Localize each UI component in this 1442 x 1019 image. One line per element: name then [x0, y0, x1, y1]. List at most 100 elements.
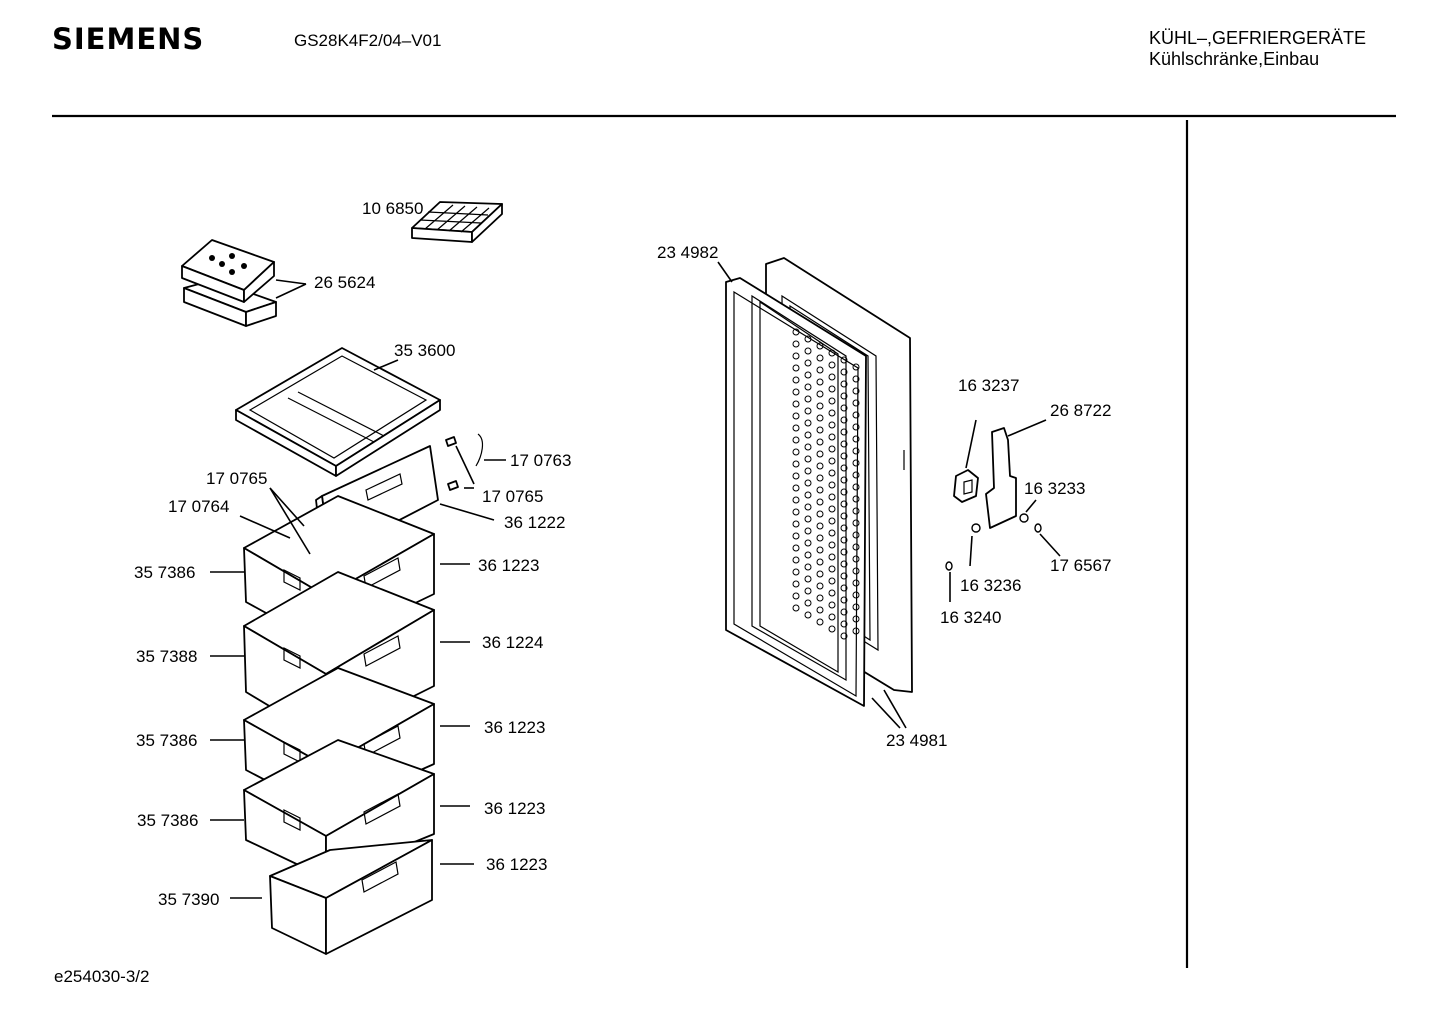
door-dimple	[804, 395, 812, 403]
door-dimple	[840, 416, 848, 424]
hinge-assembly	[945, 427, 1042, 571]
door-dimple	[852, 387, 860, 395]
category-subtitle: Kühlschränke,Einbau	[1149, 49, 1320, 69]
door-dimple	[816, 570, 824, 578]
door-dimple	[852, 507, 860, 515]
door-dimple	[792, 352, 800, 360]
door-dimple	[828, 373, 836, 381]
door-dimple	[840, 404, 848, 412]
door-dimple	[804, 611, 812, 619]
door-dimple	[816, 414, 824, 422]
door-dimple	[828, 565, 836, 573]
door-dimple	[840, 536, 848, 544]
label-cold-packs: 26 5624	[314, 273, 375, 292]
door-dimple	[816, 486, 824, 494]
door-dimple	[792, 496, 800, 504]
door-dimple	[840, 632, 848, 640]
door-dimple	[828, 541, 836, 549]
door-dimple	[828, 553, 836, 561]
label-screw-b: 17 0765	[482, 487, 543, 506]
door-dimple	[852, 459, 860, 467]
door-dimple	[840, 596, 848, 604]
door-dimple	[804, 515, 812, 523]
label-drawer-4: 35 7386	[137, 811, 198, 830]
door-dimple	[840, 440, 848, 448]
door-dimple	[816, 618, 824, 626]
door-dimple	[816, 510, 824, 518]
door-dimple	[840, 380, 848, 388]
door-dimple	[852, 447, 860, 455]
door-dimple	[792, 592, 800, 600]
door-dimple	[792, 484, 800, 492]
door-dimple	[816, 402, 824, 410]
drawing-id: e254030-3/2	[54, 967, 150, 986]
door-dimple	[792, 340, 800, 348]
door-dimple	[852, 483, 860, 491]
door-dimple	[816, 390, 824, 398]
door-dimple	[840, 548, 848, 556]
door-dimple	[804, 575, 812, 583]
door-dimple	[828, 589, 836, 597]
door-dimple	[792, 400, 800, 408]
door-dimple	[792, 436, 800, 444]
door-dimple	[792, 544, 800, 552]
label-ice-tray: 10 6850	[362, 199, 423, 218]
door-dimple	[804, 407, 812, 415]
door-dimple	[828, 517, 836, 525]
door-dimple	[852, 615, 860, 623]
label-hinge-part-a: 16 3237	[958, 376, 1019, 395]
door-dimple	[804, 587, 812, 595]
door-dimple	[840, 584, 848, 592]
callout-labels: 10 6850 26 5624 35 3600 17 0763 17 0765 …	[134, 199, 1111, 909]
door-dimple	[792, 580, 800, 588]
door-dimple	[828, 469, 836, 477]
label-front-4: 36 1223	[484, 799, 545, 818]
label-drawer-3: 35 7386	[136, 731, 197, 750]
door-dimple	[828, 433, 836, 441]
door-dimple	[840, 572, 848, 580]
door-dimple	[792, 508, 800, 516]
door-dimple	[792, 364, 800, 372]
door-dimple	[840, 392, 848, 400]
door-dimple	[804, 359, 812, 367]
door-dimple	[852, 399, 860, 407]
door-dimple	[852, 555, 860, 563]
door-dimple	[852, 495, 860, 503]
door-dimple	[804, 467, 812, 475]
label-hinge-part-b: 16 3233	[1024, 479, 1085, 498]
door-dimple	[840, 500, 848, 508]
door-dimple	[828, 445, 836, 453]
door-dimple	[828, 529, 836, 537]
door-dimple	[840, 512, 848, 520]
door-dimple	[792, 328, 800, 336]
door-dimple	[816, 546, 824, 554]
door-dimple	[816, 498, 824, 506]
door-dimple	[828, 577, 836, 585]
door-dimple	[792, 388, 800, 396]
label-hinge-bracket: 26 8722	[1050, 401, 1111, 420]
label-front-5: 36 1223	[486, 855, 547, 874]
door-dimple	[816, 522, 824, 530]
door-dimple	[840, 620, 848, 628]
door-dimple	[852, 363, 860, 371]
door-dimple	[804, 431, 812, 439]
label-front-3: 36 1223	[484, 718, 545, 737]
label-washer: 17 6567	[1050, 556, 1111, 575]
label-front-2: 36 1224	[482, 633, 543, 652]
door-dimple	[816, 342, 824, 350]
door-dimple	[840, 428, 848, 436]
door-dimple	[828, 421, 836, 429]
door-dimple	[840, 356, 848, 364]
door-dimple	[816, 462, 824, 470]
door-dimple	[828, 457, 836, 465]
door-dimple	[840, 524, 848, 532]
door-dimple	[792, 424, 800, 432]
door-dimple	[816, 534, 824, 542]
door-dimple	[852, 543, 860, 551]
door-dimple-pattern	[792, 328, 860, 640]
label-door-panel: 23 4982	[657, 243, 718, 262]
door-dimple	[852, 567, 860, 575]
door-dimple	[816, 606, 824, 614]
door-dimple	[792, 556, 800, 564]
label-hinge-part-c: 16 3236	[960, 576, 1021, 595]
